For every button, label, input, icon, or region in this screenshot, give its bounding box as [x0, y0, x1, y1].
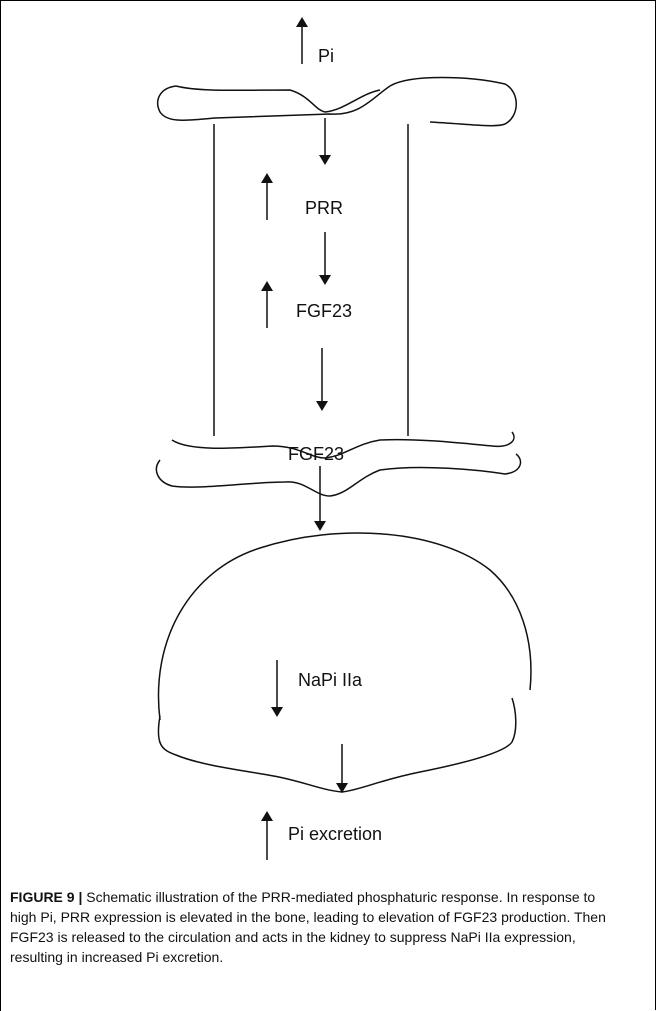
napi-label: NaPi IIa [298, 670, 363, 690]
pi-label: Pi [318, 46, 334, 66]
pi-excretion-label: Pi excretion [288, 824, 382, 844]
kidney-outline [157, 532, 532, 793]
fgf23-bone-label: FGF23 [296, 301, 352, 321]
figure-number: FIGURE 9 | [10, 889, 83, 905]
prr-label: PRR [305, 198, 343, 218]
fgf23-circulation-label: FGF23 [288, 444, 344, 464]
bone-outline [155, 76, 522, 497]
figure-caption: FIGURE 9 | Schematic illustration of the… [10, 887, 610, 967]
caption-text: Schematic illustration of the PRR-mediat… [10, 889, 606, 965]
schematic-diagram: Pi PRR FGF23 FGF23 NaPi IIa Pi excretion [155, 17, 532, 860]
